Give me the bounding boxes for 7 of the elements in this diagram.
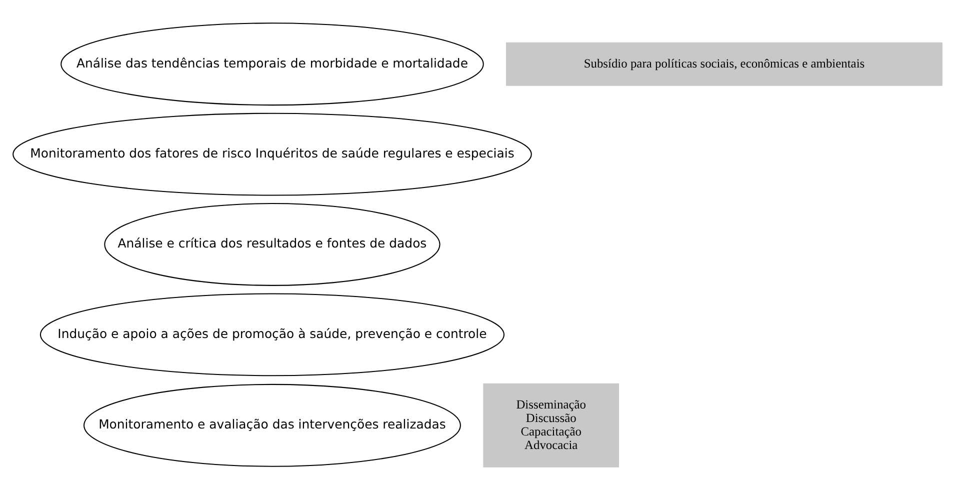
node-box: Subsídio para políticas sociais, econômicas e ambientais — [506, 42, 942, 86]
node-box: Disseminação Discussão Capacitação Advocacia — [483, 383, 619, 468]
node-ellipse: Monitoramento dos fatores de risco Inquéritos de saúde regulares e especiais — [12, 112, 532, 196]
node-ellipse: Análise das tendências temporais de morbidade e mortalidade — [60, 22, 484, 106]
node-ellipse: Monitoramento e avaliação das intervenções realizadas — [83, 384, 461, 467]
node-ellipse: Análise e crítica dos resultados e fontes de dados — [104, 203, 440, 286]
node-ellipse: Indução e apoio a ações de promoção à saúde, prevenção e controle — [40, 293, 505, 376]
